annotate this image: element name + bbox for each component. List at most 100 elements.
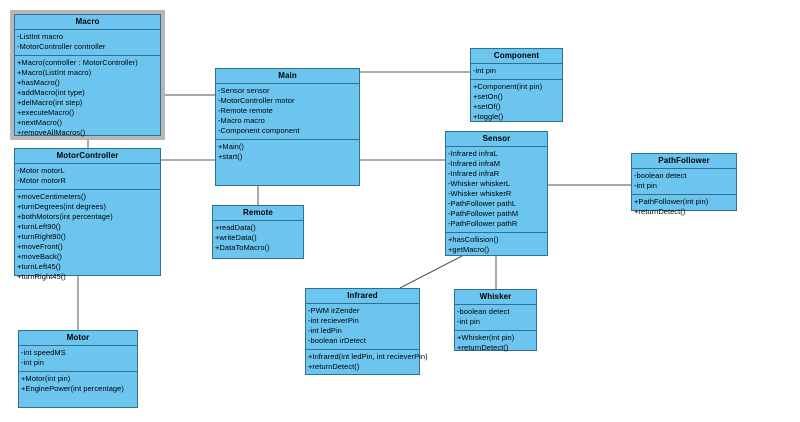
uml-member-row: -int speedMS — [21, 348, 66, 357]
uml-member-row: -Macro macro — [218, 116, 265, 125]
uml-member-row: -int pin — [473, 66, 496, 75]
uml-member-row: +DataToMacro() — [215, 243, 270, 252]
uml-class-motorcontroller-attributes: -Motor motorL-Motor motorR — [15, 164, 160, 190]
uml-member-row: +bothMotors(int percentage) — [17, 212, 113, 221]
uml-member-row: -Component component — [218, 126, 300, 135]
uml-member-row: -Motor motorR — [17, 176, 66, 185]
uml-member-row: +turnRight90() — [17, 232, 66, 241]
uml-class-motor-operations: +Motor(int pin)+EnginePower(int percenta… — [19, 372, 137, 397]
uml-member-row: -int ledPin — [308, 326, 342, 335]
connector-sensor-infrared — [399, 255, 463, 289]
uml-class-main[interactable]: Main -Sensor sensor-MotorController moto… — [215, 68, 360, 186]
uml-class-pathfollower[interactable]: PathFollower -boolean detect-int pin +Pa… — [631, 153, 737, 216]
uml-class-macro-body: Macro -ListInt macro-MotorController con… — [14, 14, 161, 137]
uml-class-component-title: Component — [471, 49, 562, 64]
uml-member-row: +moveBack() — [17, 252, 62, 261]
uml-member-row: -Infrared infraL — [448, 149, 498, 158]
uml-class-motorcontroller-operations: +moveCentimeters()+turnDegrees(int degre… — [15, 190, 160, 285]
uml-class-whisker-title: Whisker — [455, 290, 536, 305]
uml-class-sensor-title: Sensor — [446, 132, 547, 147]
uml-member-row: +removeAllMacros() — [17, 128, 86, 137]
uml-member-row: -Sensor sensor — [218, 86, 270, 95]
uml-member-row: -PathFollower pathR — [448, 219, 518, 228]
uml-class-whisker-attributes: -boolean detect-int pin — [455, 305, 536, 331]
uml-member-row: -Infrared infraM — [448, 159, 501, 168]
uml-member-row: +Main() — [218, 142, 244, 151]
uml-class-component-operations: +Component(int pin)+setOn()+setOf()+togg… — [471, 80, 562, 125]
uml-member-row: +setOf() — [473, 102, 501, 111]
uml-class-remote-operations: +readData()+writeData()+DataToMacro() — [213, 221, 303, 256]
uml-member-row: -int pin — [457, 317, 480, 326]
uml-member-row: -Infrared infraR — [448, 169, 500, 178]
uml-class-macro-title: Macro — [15, 15, 160, 30]
uml-class-whisker-operations: +Whisker(int pin)+returnDetect() — [455, 331, 536, 356]
uml-member-row: +delMacro(int step) — [17, 98, 83, 107]
uml-member-row: +writeData() — [215, 233, 257, 242]
uml-member-row: +readData() — [215, 223, 256, 232]
uml-member-row: +Component(int pin) — [473, 82, 543, 91]
uml-member-row: -PathFollower pathL — [448, 199, 517, 208]
uml-class-infrared-operations: +Infrared(int ledPin, int recieverPin)+r… — [306, 350, 428, 375]
uml-member-row: +Macro(controller : MotorController) — [17, 58, 138, 67]
uml-member-row: +executeMacro() — [17, 108, 75, 117]
uml-member-row: +start() — [218, 152, 243, 161]
uml-member-row: -boolean detect — [634, 171, 687, 180]
uml-member-row: +turnLeft45() — [17, 262, 61, 271]
uml-member-row: +getMacro() — [448, 245, 490, 254]
uml-member-row: +moveCentimeters() — [17, 192, 87, 201]
uml-member-row: -ListInt macro — [17, 32, 64, 41]
uml-member-row: -PWM irZender — [308, 306, 360, 315]
uml-member-row: -Remote remote — [218, 106, 273, 115]
uml-class-remote[interactable]: Remote +readData()+writeData()+DataToMac… — [212, 205, 304, 259]
uml-class-remote-title: Remote — [213, 206, 303, 221]
uml-class-main-attributes: -Sensor sensor-MotorController motor-Rem… — [216, 84, 359, 140]
uml-member-row: +addMacro(int type) — [17, 88, 85, 97]
uml-member-row: +turnRight45() — [17, 272, 66, 281]
uml-class-main-operations: +Main()+start() — [216, 140, 359, 165]
uml-class-main-title: Main — [216, 69, 359, 84]
uml-member-row: +hasCollision() — [448, 235, 499, 244]
uml-class-motor-title: Motor — [19, 331, 137, 346]
uml-member-row: +returnDetect() — [634, 207, 686, 216]
uml-member-row: +Whisker(int pin) — [457, 333, 515, 342]
uml-member-row: +setOn() — [473, 92, 503, 101]
uml-member-row: -Whisker whiskerL — [448, 179, 511, 188]
uml-member-row: +PathFollower(int pin) — [634, 197, 709, 206]
uml-member-row: +Macro(ListInt macro) — [17, 68, 92, 77]
uml-member-row: -int recieverPin — [308, 316, 359, 325]
uml-member-row: -int pin — [634, 181, 657, 190]
uml-member-row: -int pin — [21, 358, 44, 367]
uml-class-whisker[interactable]: Whisker -boolean detect-int pin +Whisker… — [454, 289, 537, 352]
uml-member-row: +Infrared(int ledPin, int recieverPin) — [308, 352, 428, 361]
uml-member-row: -PathFollower pathM — [448, 209, 519, 218]
uml-member-row: +Motor(int pin) — [21, 374, 71, 383]
uml-class-motorcontroller-title: MotorController — [15, 149, 160, 164]
uml-member-row: +returnDetect() — [457, 343, 509, 352]
uml-class-motorcontroller[interactable]: MotorController -Motor motorL-Motor moto… — [14, 148, 161, 281]
uml-member-row: -boolean detect — [457, 307, 510, 316]
uml-class-pathfollower-operations: +PathFollower(int pin)+returnDetect() — [632, 195, 736, 220]
uml-class-infrared-title: Infrared — [306, 289, 419, 304]
uml-class-macro-operations: +Macro(controller : MotorController)+Mac… — [15, 56, 160, 141]
uml-member-row: +nextMacro() — [17, 118, 62, 127]
uml-class-component-attributes: -int pin — [471, 64, 562, 80]
uml-class-pathfollower-attributes: -boolean detect-int pin — [632, 169, 736, 195]
uml-member-row: -boolean irDetect — [308, 336, 366, 345]
uml-member-row: +toggle() — [473, 112, 504, 121]
uml-class-infrared[interactable]: Infrared -PWM irZender-int recieverPin-i… — [305, 288, 428, 375]
uml-member-row: +turnLeft90() — [17, 222, 61, 231]
uml-member-row: -MotorController controller — [17, 42, 106, 51]
uml-class-sensor-attributes: -Infrared infraL-Infrared infraM-Infrare… — [446, 147, 547, 233]
uml-member-row: -MotorController motor — [218, 96, 295, 105]
uml-class-pathfollower-title: PathFollower — [632, 154, 736, 169]
uml-class-macro[interactable]: Macro -ListInt macro-MotorController con… — [10, 10, 165, 140]
uml-class-component[interactable]: Component -int pin +Component(int pin)+s… — [470, 48, 563, 122]
uml-class-sensor-operations: +hasCollision()+getMacro() — [446, 233, 547, 258]
uml-class-infrared-attributes: -PWM irZender-int recieverPin-int ledPin… — [306, 304, 419, 350]
uml-class-macro-attributes: -ListInt macro-MotorController controlle… — [15, 30, 160, 56]
uml-member-row: +hasMacro() — [17, 78, 60, 87]
uml-class-motor[interactable]: Motor -int speedMS-int pin +Motor(int pi… — [18, 330, 138, 408]
uml-class-sensor[interactable]: Sensor -Infrared infraL-Infrared infraM-… — [445, 131, 548, 256]
uml-member-row: -Whisker whiskerR — [448, 189, 512, 198]
